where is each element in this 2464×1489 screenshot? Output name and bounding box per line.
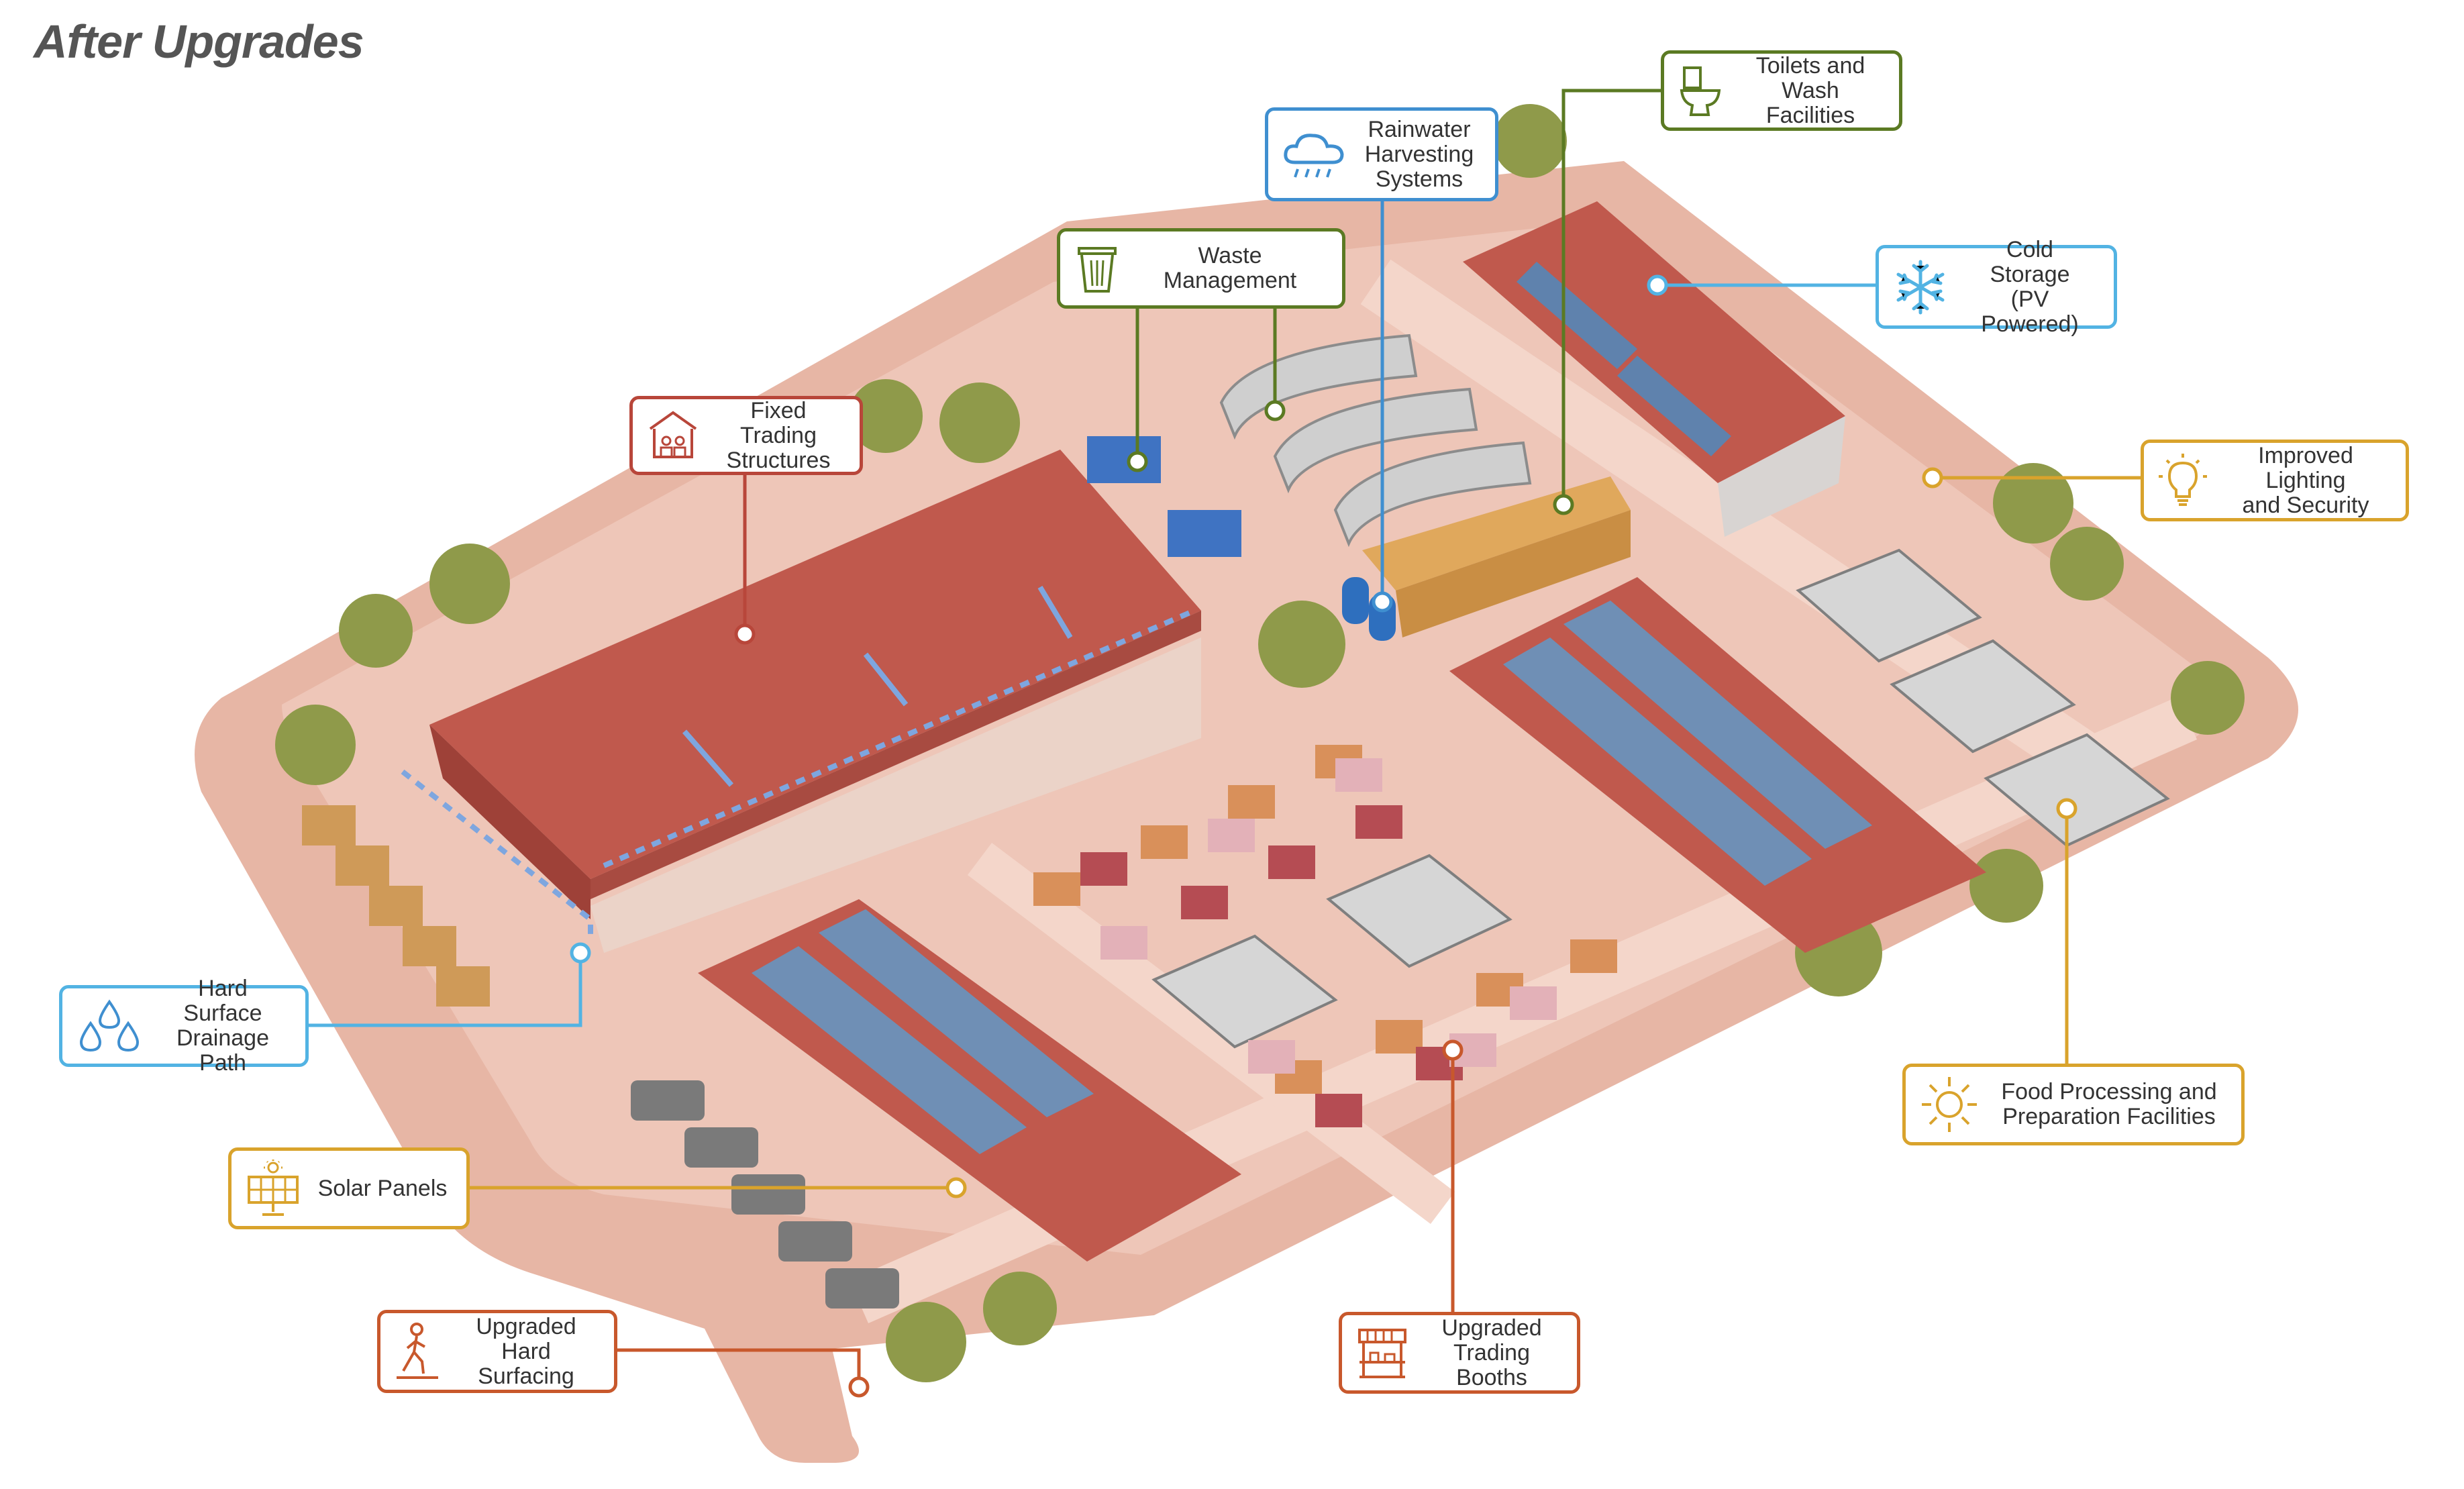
- runoff-arrows: [682, 585, 1073, 787]
- solar-building-left: [698, 899, 1241, 1262]
- callout-label: Upgraded Trading Booths: [1441, 1315, 1542, 1390]
- market-stall-icon: [646, 409, 700, 462]
- callout-rainwater-harvesting: Rainwater Harvesting Systems: [1265, 107, 1498, 201]
- callout-label: Hard Surface Drainage Path: [176, 976, 269, 1076]
- parked-trucks: [631, 1080, 899, 1308]
- callout-label: Toilets and Wash Facilities: [1755, 52, 1865, 128]
- trading-booth-icon: [1355, 1325, 1409, 1381]
- callout-label: Rainwater Harvesting Systems: [1364, 116, 1474, 192]
- callout-label: Upgraded Hard Surfacing: [476, 1313, 576, 1389]
- callout-solar-panels: Solar Panels: [228, 1147, 470, 1229]
- light-bulb-icon: [2157, 452, 2208, 509]
- snowflake-icon: [1892, 259, 1949, 315]
- fixed-trading-building: [429, 450, 1201, 953]
- toilet-icon: [1678, 64, 1725, 117]
- pathway: [967, 843, 1455, 1224]
- leader-dots: [570, 274, 2077, 1398]
- callout-waste-management: Waste Management: [1057, 228, 1345, 309]
- solar-panel-icon: [245, 1158, 301, 1219]
- callout-label: Improved Lighting and Security: [2242, 442, 2369, 518]
- food-processing-shelters: [1151, 548, 2170, 1049]
- walking-person-icon: [394, 1321, 441, 1382]
- callout-label: Solar Panels: [317, 1175, 448, 1201]
- page-title: After Upgrades: [34, 15, 364, 68]
- cold-storage-building: [1463, 201, 1845, 537]
- trading-booths: [1033, 745, 1617, 1127]
- water-drops-icon: [76, 999, 143, 1053]
- solar-building-right: [1449, 577, 1986, 953]
- callout-upgraded-trading-booths: Upgraded Trading Booths: [1339, 1312, 1580, 1394]
- callout-label: Fixed Trading Structures: [726, 397, 831, 473]
- callout-label: Waste Management: [1163, 243, 1297, 293]
- rain-cloud-icon: [1282, 127, 1346, 181]
- callout-toilets-wash-facilities: Toilets and Wash Facilities: [1661, 50, 1902, 131]
- drainage-path: [401, 608, 1196, 939]
- callout-upgraded-hard-surfacing: Upgraded Hard Surfacing: [377, 1310, 617, 1393]
- kiosks-left: [302, 805, 490, 1007]
- callout-food-processing: Food Processing and Preparation Faciliti…: [1902, 1064, 2245, 1145]
- callout-fixed-trading-structures: Fixed Trading Structures: [629, 396, 863, 475]
- trash-bin-icon: [1074, 242, 1121, 295]
- waste-containers: [1087, 436, 1241, 557]
- storage-tunnels: [1219, 333, 1532, 548]
- callout-drainage-path: Hard Surface Drainage Path: [59, 976, 309, 1076]
- callout-label: Cold Storage (PV Powered): [1981, 236, 2079, 337]
- trees: [275, 104, 2245, 1382]
- callout-cold-storage: Cold Storage (PV Powered): [1876, 237, 2117, 336]
- callout-improved-lighting: Improved Lighting and Security: [2141, 440, 2409, 521]
- sun-icon: [1919, 1074, 1980, 1135]
- callout-label: Food Processing and Preparation Faciliti…: [2001, 1079, 2217, 1129]
- leader-lines: [305, 89, 2144, 1386]
